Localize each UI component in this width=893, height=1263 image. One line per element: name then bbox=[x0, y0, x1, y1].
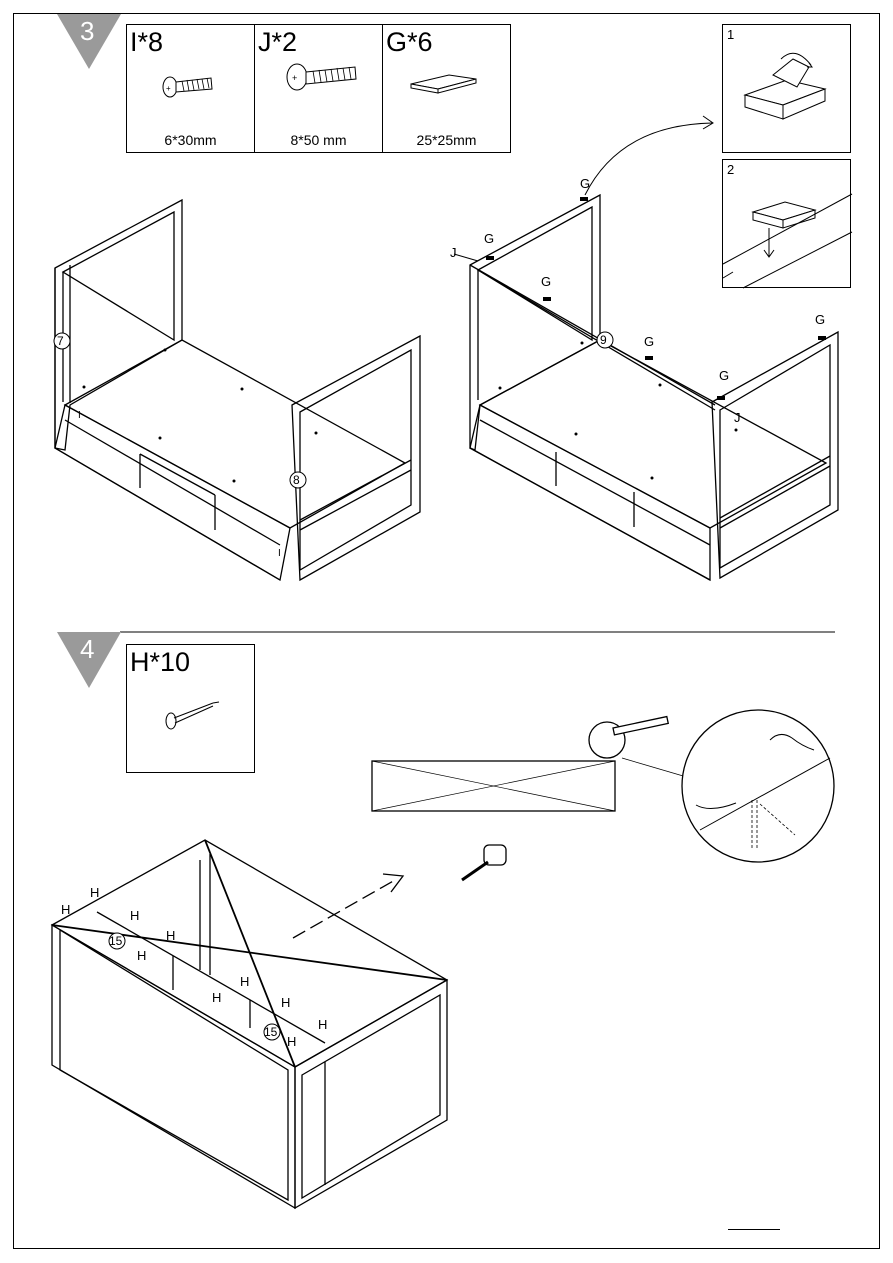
place-pad-icon bbox=[722, 193, 853, 289]
label-h-6: H bbox=[240, 974, 250, 989]
detail-number-2: 2 bbox=[727, 162, 735, 177]
part-j-cell: J*2 + 8*50 mm bbox=[255, 25, 383, 152]
ref-7-label: 7 bbox=[57, 334, 64, 348]
label-j-1: J bbox=[450, 245, 457, 260]
label-g-4: G bbox=[644, 334, 655, 349]
part-i-code: I*8 bbox=[130, 27, 164, 57]
label-g-3: G bbox=[541, 274, 552, 289]
ref-8-label: 8 bbox=[293, 473, 300, 487]
label-h-8: H bbox=[281, 995, 291, 1010]
detail-box-2: 2 bbox=[722, 159, 853, 289]
part-i-size: 6*30mm bbox=[164, 132, 217, 148]
part-g-size: 25*25mm bbox=[416, 132, 477, 148]
bolt-icon: + bbox=[286, 63, 357, 91]
step-4-number: 4 bbox=[80, 634, 95, 664]
part-j-code: J*2 bbox=[258, 27, 298, 57]
label-j-2: J bbox=[734, 410, 741, 425]
label-h-2: H bbox=[90, 885, 100, 900]
label-h-10: H bbox=[287, 1034, 297, 1049]
label-g-6: G bbox=[815, 312, 826, 327]
peel-pad-icon bbox=[743, 52, 827, 120]
page-frame bbox=[13, 13, 880, 1249]
ref-15-label-1: 15 bbox=[109, 934, 123, 948]
label-h-5: H bbox=[137, 948, 147, 963]
label-g-5: G bbox=[719, 368, 730, 383]
svg-text:+: + bbox=[292, 73, 297, 83]
nail-icon bbox=[165, 701, 220, 730]
label-h-9: H bbox=[318, 1017, 328, 1032]
parts-table: I*8 + 6*30mm J*2 + 8*50 mm G*6 25*25mm bbox=[126, 24, 511, 153]
label-g-1: G bbox=[580, 176, 591, 191]
svg-text:+: + bbox=[166, 84, 171, 93]
detail-number-1: 1 bbox=[727, 27, 735, 42]
label-i-1: I bbox=[78, 410, 81, 421]
label-h-7: H bbox=[212, 990, 222, 1005]
label-h-1: H bbox=[61, 902, 71, 917]
part-i-cell: I*8 + 6*30mm bbox=[127, 25, 255, 152]
label-i-2: I bbox=[278, 548, 281, 559]
footer-line bbox=[728, 1229, 780, 1230]
detail-box-1: 1 bbox=[722, 24, 851, 153]
felt-pad-icon bbox=[410, 74, 477, 94]
step-3-number: 3 bbox=[80, 16, 95, 46]
ref-15-label-2: 15 bbox=[264, 1025, 278, 1039]
part-g-cell: G*6 25*25mm bbox=[383, 25, 510, 152]
part-g-code: G*6 bbox=[386, 27, 433, 57]
ref-9-label: 9 bbox=[600, 333, 607, 347]
part-h-box: H*10 bbox=[126, 644, 255, 773]
label-h-3: H bbox=[130, 908, 140, 923]
part-h-code: H*10 bbox=[130, 647, 191, 677]
screw-icon: + bbox=[162, 76, 213, 98]
part-j-size: 8*50 mm bbox=[290, 132, 347, 148]
label-h-4: H bbox=[166, 928, 176, 943]
label-g-2: G bbox=[484, 231, 495, 246]
